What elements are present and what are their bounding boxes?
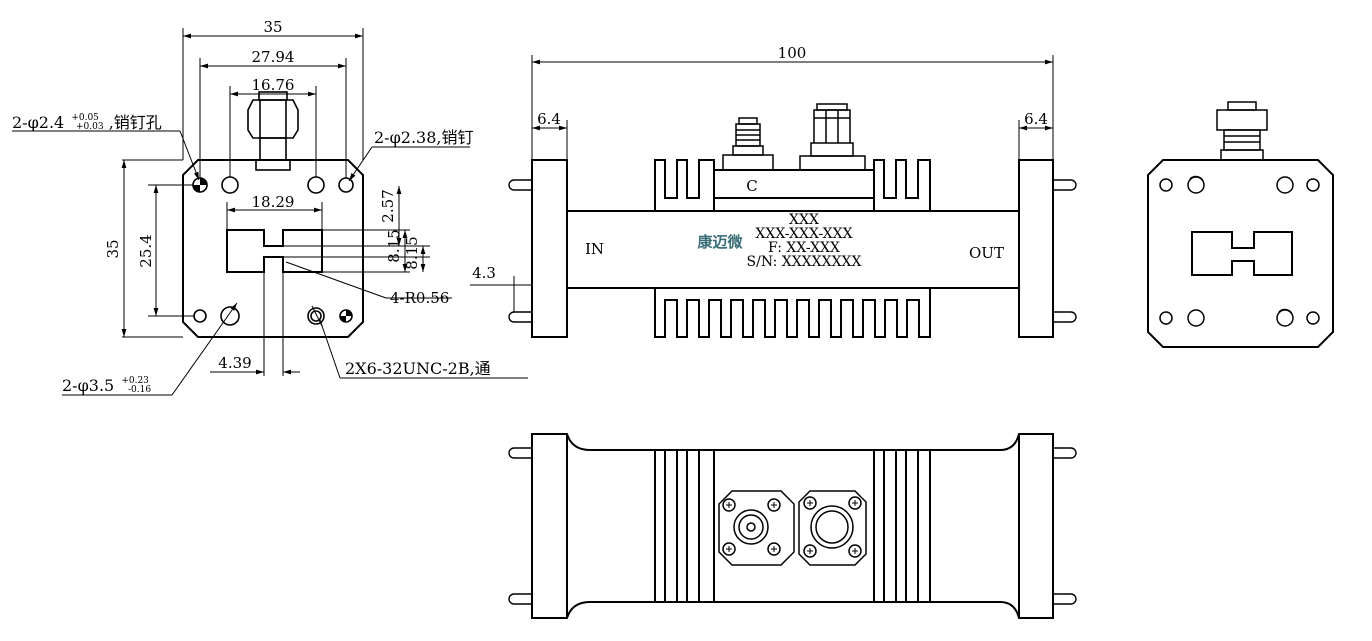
back-connector bbox=[1216, 101, 1268, 161]
top-connector-sma bbox=[718, 490, 795, 566]
top-body-outline bbox=[531, 433, 1054, 619]
top-connector-n bbox=[798, 490, 867, 566]
side-flange-right bbox=[1018, 159, 1054, 338]
thru-hole-top-left bbox=[221, 176, 239, 194]
port-in-label: IN bbox=[585, 240, 604, 258]
port-c-label: C bbox=[746, 177, 757, 195]
pin-hole-bottom-left bbox=[193, 309, 207, 323]
front-ridge-aperture bbox=[226, 229, 323, 273]
dim-width-pins: 27.94 bbox=[252, 48, 295, 66]
dim-length: 100 bbox=[778, 44, 807, 62]
dim-flange-right: 6.4 bbox=[1024, 110, 1048, 128]
back-view bbox=[1147, 101, 1334, 348]
label-line-3: F: XX-XXX bbox=[768, 240, 840, 256]
label-line-2: XXX-XXX-XXX bbox=[755, 226, 852, 242]
label-line-1: XXX bbox=[789, 212, 819, 228]
callout-thru-hole: 2-φ3.5 +0.23 -0.16 bbox=[62, 368, 154, 395]
side-bottom-fins bbox=[654, 288, 931, 338]
top-fin-lines bbox=[654, 450, 931, 602]
side-pins bbox=[508, 179, 1077, 323]
dim-width-outer: 35 bbox=[263, 18, 282, 36]
side-view bbox=[508, 103, 1077, 338]
front-flange-outline bbox=[182, 159, 364, 338]
callout-pin: 2-φ2.38,销钉 bbox=[374, 128, 474, 147]
callout-thread: 2X6-32UNC-2B,通 bbox=[345, 359, 491, 378]
dim-height-outer: 35 bbox=[104, 239, 122, 258]
back-flange-outline bbox=[1147, 159, 1334, 348]
side-text: 100 6.4 6.4 4.3 C IN OUT 康迈微 XXX XXX-XXX… bbox=[472, 44, 1048, 282]
port-out-label: OUT bbox=[969, 244, 1004, 262]
label-line-4: S/N: XXXXXXXX bbox=[747, 254, 862, 270]
front-dimension-text: 35 27.94 16.76 35 25.4 18.29 2.57 8.15 8… bbox=[12, 18, 491, 395]
callout-corner-radius: 4-R0.56 bbox=[390, 289, 449, 307]
dim-height-inner: 25.4 bbox=[137, 234, 155, 267]
side-flange-left bbox=[531, 159, 568, 338]
side-connector-n bbox=[799, 103, 866, 171]
brand-logo: 康迈微 bbox=[697, 233, 743, 251]
back-holes bbox=[1159, 175, 1320, 327]
dim-slot-height: 8.15 bbox=[385, 229, 403, 262]
quadrant-marks bbox=[193, 178, 352, 322]
top-screw-crosses bbox=[726, 500, 858, 554]
thru-hole-bottom-left bbox=[220, 306, 240, 326]
back-ridge-aperture bbox=[1191, 231, 1293, 276]
dim-pin-offset: 4.3 bbox=[472, 264, 496, 282]
side-top-fins bbox=[654, 159, 931, 212]
front-dimensions bbox=[12, 28, 528, 396]
dim-width-inner: 16.76 bbox=[252, 76, 295, 94]
thread-hole-bottom-right bbox=[307, 307, 325, 325]
dim-ridge-gap-b: 8.15 bbox=[403, 236, 421, 269]
callout-pin-hole: 2-φ2.4 +0.05 +0.03 ,销钉孔 bbox=[12, 105, 162, 133]
top-pins bbox=[508, 447, 1077, 605]
thru-hole-top-right bbox=[307, 176, 325, 194]
dim-ridge-offset: 4.39 bbox=[218, 354, 251, 372]
front-view bbox=[182, 91, 364, 338]
side-connector-c bbox=[722, 117, 774, 171]
front-connector bbox=[247, 91, 299, 171]
side-dimensions bbox=[470, 55, 1054, 312]
dim-flange-left: 6.4 bbox=[537, 110, 561, 128]
pin-top-right bbox=[338, 177, 354, 193]
dim-ridge-gap-a: 2.57 bbox=[379, 189, 397, 222]
dim-slot-width: 18.29 bbox=[252, 193, 295, 211]
top-view bbox=[508, 433, 1077, 619]
